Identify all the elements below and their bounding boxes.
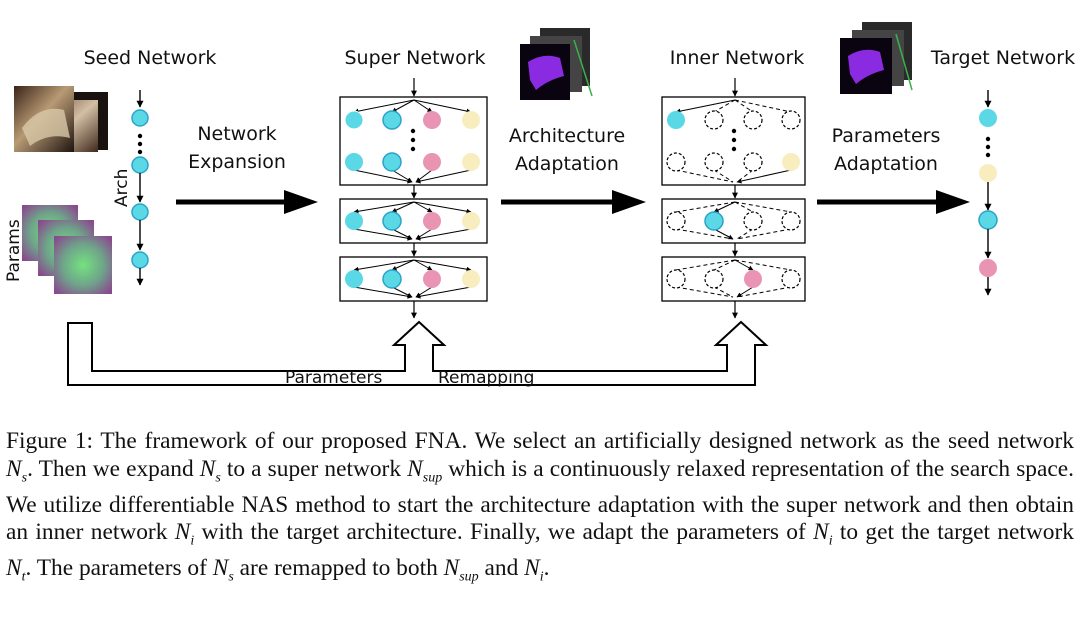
caption-math-sub: sup [422,470,443,486]
architecture-adaptation-label-line2: Adaptation [515,153,619,175]
inner-input-images [520,28,593,100]
caption-text: to a super network [220,455,408,482]
figure-caption: Figure 1: The framework of our proposed … [6,428,1074,592]
caption-math: N [813,519,829,546]
caption-math: N [407,455,423,482]
parameters-adaptation-arrow [817,190,970,214]
network-expansion-label-line1: Network [197,123,276,145]
caption-text: The framework of our proposed FNA. We se… [93,428,1074,454]
caption-text: and [478,555,525,582]
super-network [339,78,488,319]
caption-text: are remapped to both [233,555,444,582]
inner-network-title: Inner Network [670,47,805,69]
parameters-adaptation-label-line2: Adaptation [834,153,938,175]
target-network-title: Target Network [930,47,1075,69]
caption-math-sub: s [21,470,28,486]
caption-math-sub: i [190,533,195,549]
caption-label: Figure 1: [6,428,94,454]
caption-math: N [199,455,216,482]
parameters-remapping-arrow [67,320,769,386]
target-network-chain [978,90,998,296]
caption-math-sub: sup [459,570,479,586]
architecture-adaptation-label-line1: Architecture [509,125,625,147]
caption-text: . The parameters of [25,555,213,582]
caption-math-sub: i [539,570,544,586]
seed-input-images [14,86,108,152]
caption-text: . Then we expand [27,455,200,482]
caption-text: which is a continuously relaxed represen… [6,455,1074,546]
caption-math-sub: s [215,470,221,486]
params-side-label: Params [4,219,24,282]
caption-text: with the target architecture. Finally, w… [194,519,814,546]
arch-side-label: Arch [112,169,132,207]
super-network-title: Super Network [344,47,485,69]
target-input-images [840,22,913,94]
caption-math: N [6,455,22,482]
caption-math: N [174,519,191,546]
caption-math: N [443,555,460,582]
caption-math-sub: s [228,570,234,586]
seed-arch-chain [131,90,149,286]
caption-math: N [6,555,22,582]
caption-math-sub: t [21,570,26,586]
caption-math: N [524,555,540,582]
architecture-adaptation-arrow [501,190,646,214]
caption-math: N [212,555,229,582]
network-expansion-label-line2: Expansion [188,151,286,173]
caption-math-sub: i [828,533,833,549]
seed-network-title: Seed Network [84,47,217,69]
seed-params-maps [22,205,112,294]
caption-text: to get the target network [832,519,1074,546]
inner-network [661,78,806,319]
network-expansion-arrow [176,190,318,214]
remap-label-left: Parameters [285,368,382,388]
parameters-adaptation-label-line1: Parameters [832,125,941,147]
remap-label-right: Remapping [438,368,534,388]
fna-framework-diagram: Seed Network Super Network Inner Network… [4,22,1075,388]
caption-text: . [543,555,550,582]
